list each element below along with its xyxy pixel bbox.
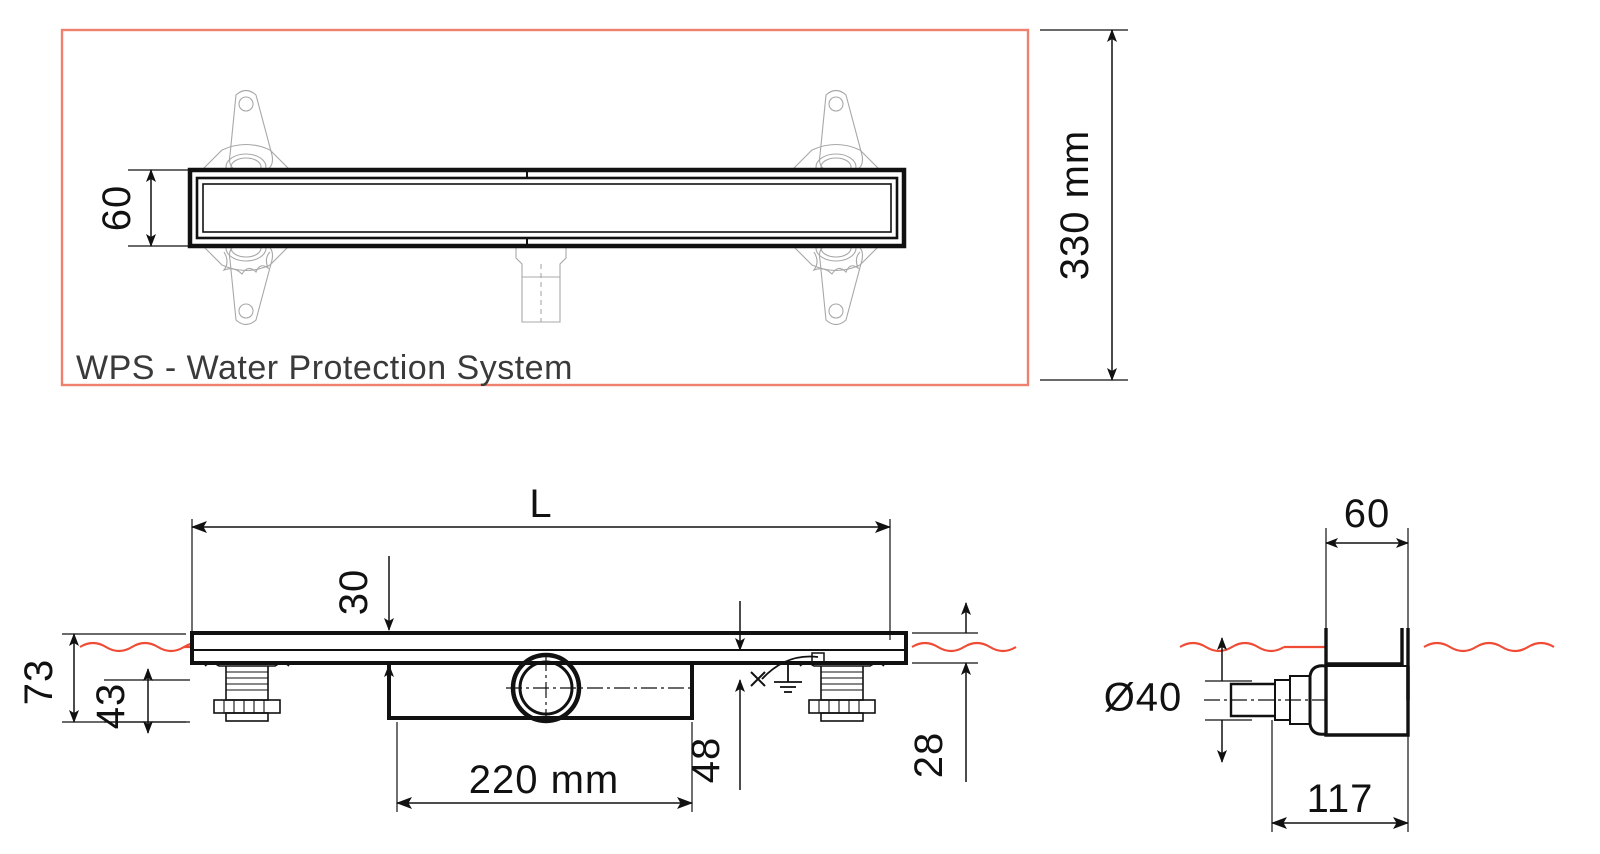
dimension-label-28: 28	[907, 732, 951, 779]
dimension-label-60-top: 60	[95, 185, 139, 232]
dimension-label-60-side: 60	[1344, 492, 1391, 536]
dimension-60-side-view: 60	[1325, 492, 1409, 628]
dimension-label-43: 43	[89, 683, 133, 730]
wps-caption: WPS - Water Protection System	[76, 349, 573, 387]
drain-channel-top	[187, 167, 907, 249]
earth-ground-symbol	[750, 652, 825, 693]
channel-u-profile-inner	[1324, 628, 1404, 666]
ground-lug-cross	[750, 671, 766, 687]
dimension-117: 117	[1271, 720, 1409, 832]
dimension-label-48: 48	[684, 737, 728, 784]
dimension-30: 30	[332, 556, 394, 700]
channel-section-body	[190, 631, 908, 724]
dimension-43: 43	[89, 668, 190, 734]
dimension-label-73: 73	[17, 659, 61, 706]
dimension-60-top-view: 60	[95, 169, 192, 247]
front-section-view: L 30 73 43 220 mm	[17, 482, 1017, 812]
floor-level-wave-left	[79, 641, 211, 653]
dimension-label-L: L	[529, 482, 552, 526]
dimension-label-220: 220 mm	[469, 758, 620, 802]
channel-grate-inner	[202, 183, 892, 233]
channel-flange-slab	[190, 631, 908, 665]
dimension-label-330: 330 mm	[1053, 130, 1097, 281]
floor-level-wave-side-left	[1179, 641, 1285, 653]
side-section-view: 60 Ø40 117	[1104, 492, 1555, 832]
floor-level-wave-side-right	[1423, 641, 1555, 653]
dimension-220: 220 mm	[396, 722, 693, 812]
dimension-L: L	[191, 482, 891, 640]
dimension-48: 48	[684, 601, 745, 790]
dimension-330-top-view: 330 mm	[1040, 29, 1128, 381]
dimension-28: 28	[907, 602, 978, 782]
dimension-label-117: 117	[1307, 777, 1374, 821]
horizontal-outlet-spigot	[1204, 664, 1327, 736]
top-view: 60 330 mm WPS - Water Protection System	[60, 28, 1128, 387]
outlet-pipe-ghost-top-view	[515, 243, 567, 323]
dimension-label-d40: Ø40	[1104, 676, 1183, 720]
adjustable-foot-right	[799, 662, 885, 722]
floor-level-wave-right	[911, 641, 1017, 653]
dimension-label-30: 30	[332, 569, 376, 616]
adjustable-foot-left	[204, 662, 290, 722]
dimension-diameter-40: Ø40	[1104, 637, 1252, 763]
wps-membrane-frame	[60, 28, 1030, 387]
